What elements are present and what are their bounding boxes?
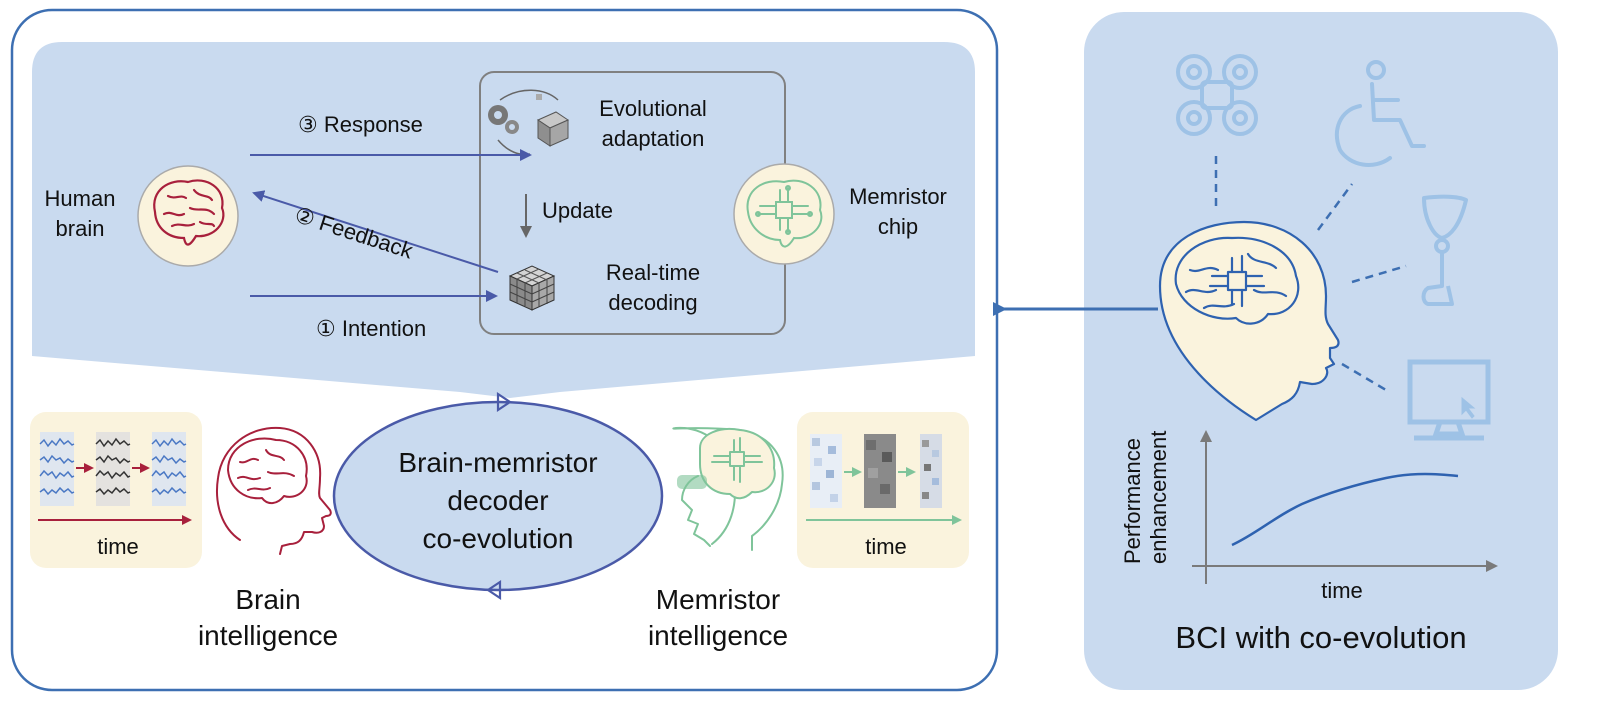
coevolution-line3: co-evolution	[422, 523, 574, 554]
coevolution-arrowhead-bottom	[486, 579, 502, 601]
performance-curve	[1231, 472, 1459, 547]
evolutional-adaptation-line1: Evolutional	[599, 96, 707, 121]
rubik-cube-icon	[508, 265, 556, 311]
real-time-decoding-line2: decoding	[608, 290, 698, 315]
prosthetic-leg-icon	[1421, 194, 1468, 306]
real-time-decoding-line1: Real-time	[605, 260, 701, 285]
human-brain-label-line2: brain	[55, 216, 105, 241]
memristor-chip-node	[733, 163, 835, 265]
bci-head-icon	[1158, 220, 1340, 422]
drone-icon	[1176, 54, 1258, 136]
real-time-decoding-label: Real-time decoding	[580, 258, 726, 318]
memristor-chip-label: Memristor chip	[838, 182, 958, 242]
rubik-cube-small-icon	[536, 111, 570, 147]
evolutional-adaptation-line2: adaptation	[601, 126, 705, 151]
chart-y-label-line1: Performance	[1120, 438, 1145, 564]
wheelchair-icon	[1334, 60, 1426, 167]
bci-title: BCI with co-evolution	[1175, 620, 1467, 655]
evolutional-adaptation-label: Evolutional adaptation	[580, 94, 726, 154]
intention-label: ① Intention	[316, 316, 427, 341]
chart-y-label-line2: enhancement	[1146, 430, 1171, 564]
chart-y-label: Performance enhancement	[1120, 430, 1172, 564]
memristor-head-icon	[672, 426, 784, 551]
brain-intelligence-line1: Brain	[235, 584, 301, 615]
human-brain-label: Human brain	[40, 184, 120, 244]
brain-signal-panels	[39, 432, 187, 506]
monitor-icon	[1407, 359, 1491, 441]
update-label: Update	[542, 198, 613, 223]
brain-intelligence-title: Brain intelligence	[168, 582, 368, 654]
feedback-arrow	[252, 190, 499, 273]
memristor-matrices	[810, 434, 942, 508]
memristor-time-label: time	[865, 534, 907, 559]
coevolution-line2: decoder	[447, 485, 549, 516]
memristor-chip-label-line2: chip	[877, 214, 919, 239]
loop-panel	[32, 42, 975, 398]
memristor-intelligence-line2: intelligence	[647, 620, 789, 651]
coevolution-label: Brain-memristor decoder co-evolution	[356, 444, 640, 558]
memristor-intelligence-line1: Memristor	[655, 584, 781, 615]
chart-x-label: time	[1321, 578, 1363, 603]
coevolution-arrowhead-top	[496, 391, 512, 413]
human-brain-label-line1: Human	[44, 186, 116, 211]
brain-intelligence-line2: intelligence	[197, 620, 339, 651]
brain-head-icon	[216, 426, 332, 555]
response-label: ③ Response	[298, 112, 423, 137]
memristor-chip-label-line1: Memristor	[849, 184, 947, 209]
human-brain-icon	[153, 179, 225, 246]
memristor-chip-icon	[746, 179, 823, 248]
memristor-intelligence-title: Memristor intelligence	[608, 582, 828, 654]
brain-time-label: time	[97, 534, 139, 559]
device-connectors	[1214, 156, 1407, 392]
human-brain-node	[137, 165, 239, 267]
performance-chart	[1192, 430, 1498, 584]
coevolution-line1: Brain-memristor	[398, 447, 598, 478]
